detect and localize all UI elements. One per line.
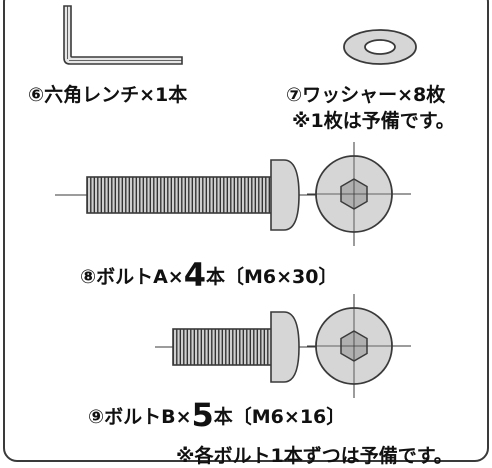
bolt-b-side-illustration [155, 311, 323, 383]
bolt-b-name: ⑨ボルトB× [88, 406, 192, 428]
bolt-b-quantity: 5 [191, 396, 214, 434]
bolt-b-label: ⑨ボルトB×5本〔M6×16〕 [88, 399, 346, 431]
bolt-a-quantity: 4 [183, 256, 206, 294]
washer-illustration [343, 29, 417, 65]
washer-spare-note: ※1枚は予備です。 [292, 110, 455, 132]
washer-label: ⑦ワッシャー×8枚 [286, 84, 446, 106]
bolt-b-head-view [307, 294, 411, 398]
hex-wrench-illustration [63, 5, 183, 65]
bolt-a-name: ⑧ボルトA× [80, 266, 184, 288]
bolt-b-size: 本〔M6×16〕 [213, 406, 346, 428]
parts-list-frame [3, 0, 489, 462]
bolt-a-label: ⑧ボルトA×4本〔M6×30〕 [80, 259, 338, 291]
hex-wrench-label: ⑥六角レンチ×1本 [28, 84, 188, 106]
bolt-a-side-illustration [55, 159, 323, 231]
bolt-a-head-view [307, 142, 411, 246]
bolt-a-size: 本〔M6×30〕 [205, 266, 338, 288]
spare-bolts-note: ※各ボルト1本ずつは予備です。 [176, 445, 453, 467]
